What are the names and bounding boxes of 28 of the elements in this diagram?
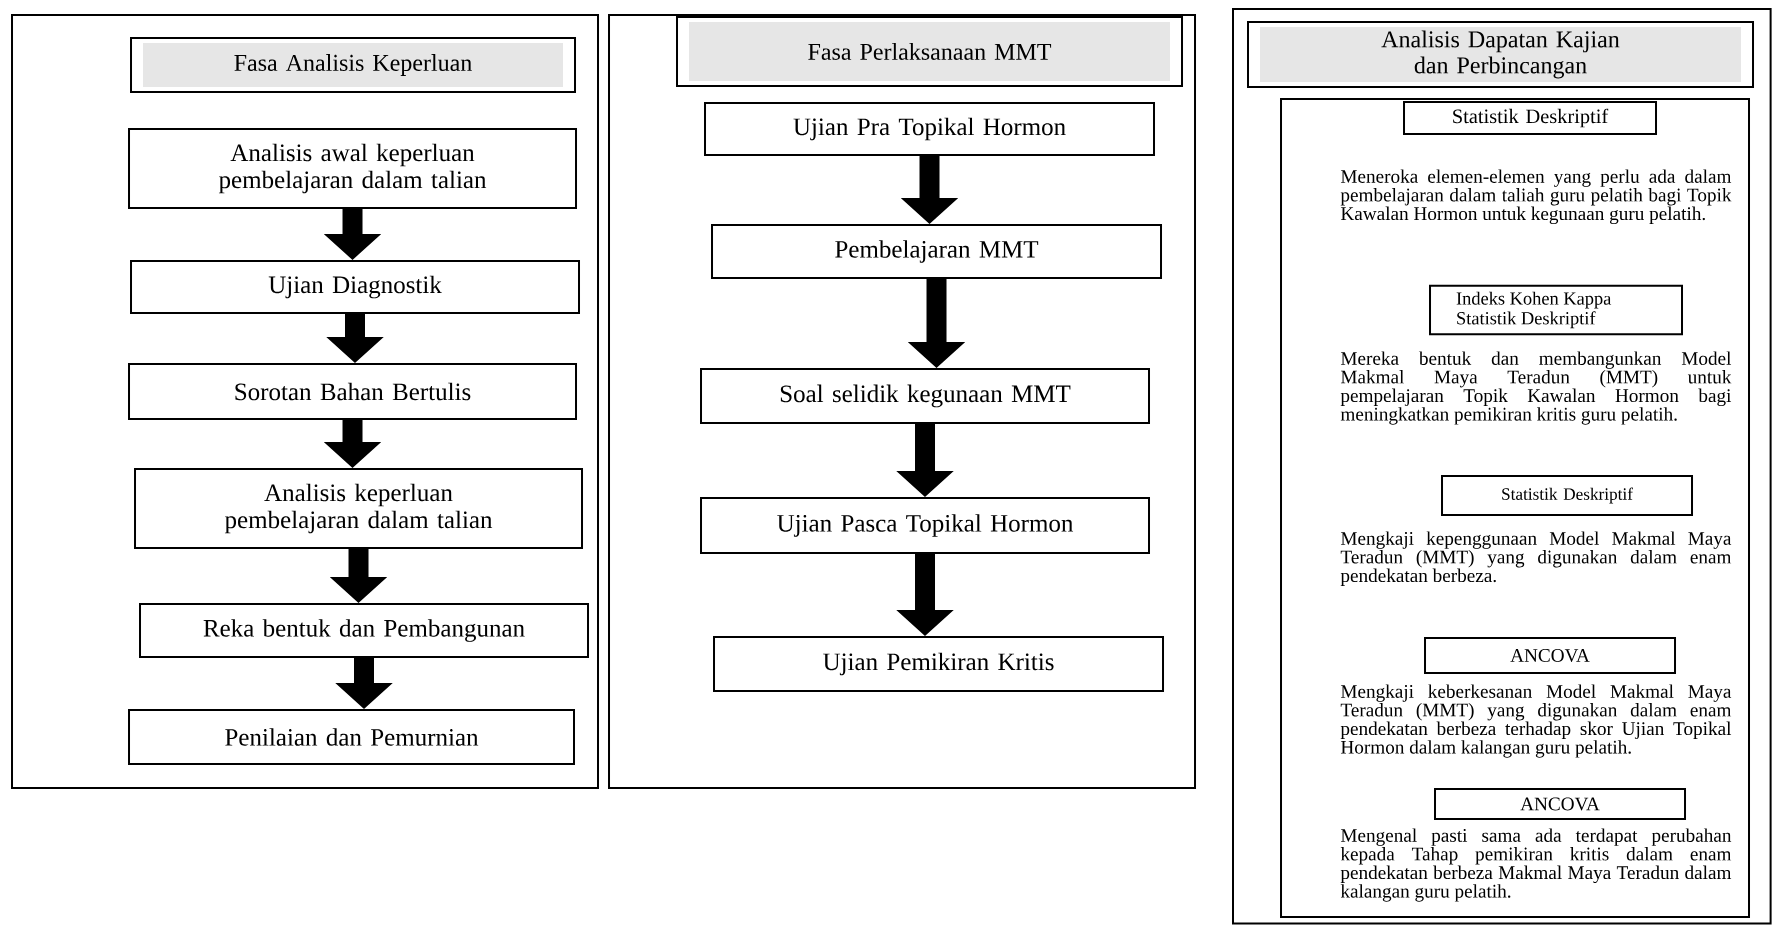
description-text: Meneroka elemen-elemen yang perlu ada dalam pembelajaran dalam taliah guru pelatih bagi Topik Kawalan Hormon untuk kegunaan guru pelatih. [1340, 169, 1732, 225]
method-box: ANCOVA [1434, 788, 1686, 820]
description-text: Mengenal pasti sama ada terdapat perubahan kepada Tahap pemikiran kritis dalam enam pendekatan berbeza Makmal Maya Teradun dalam kalangan guru pelatih. [1340, 828, 1732, 902]
method-box: Indeks Kohen Kappa Statistik Deskriptif [1429, 284, 1683, 336]
process-box: Penilaian dan Pemurnian [128, 709, 575, 765]
process-box: Ujian Pra Topikal Hormon [704, 102, 1155, 156]
panel-frame [608, 14, 1196, 789]
process-box: Pembelajaran MMT [711, 224, 1162, 279]
process-box: Ujian Pasca Topikal Hormon [700, 497, 1150, 554]
process-box: Reka bentuk dan Pembangunan [139, 603, 589, 658]
method-box: Statistik Deskriptif [1441, 475, 1693, 516]
header-box: Fasa Perlaksanaan MMT [676, 16, 1183, 87]
process-box: Soal selidik kegunaan MMT [700, 368, 1150, 424]
header-box: Fasa Analisis Keperluan [130, 37, 576, 93]
process-box: Analisis keperluan pembelajaran dalam talian [134, 468, 583, 549]
method-box: Statistik Deskriptif [1403, 101, 1657, 135]
process-box: Sorotan Bahan Bertulis [128, 363, 577, 420]
process-box: Ujian Diagnostik [130, 260, 580, 314]
description-text: Mengkaji keberkesanan Model Makmal Maya Teradun (MMT) yang digunakan dalam enam pendekatan berbeza terhadap skor Ujian Topikal Hormon dalam kalangan guru pelatih. [1340, 684, 1732, 758]
description-text: Mereka bentuk dan membangunkan Model Makmal Maya Teradun (MMT) untuk pempelajaran Topik Kawalan Hormon bagi meningkatkan pemikiran kritis guru pelatih. [1340, 351, 1732, 425]
description-text: Mengkaji kepenggunaan Model Makmal Maya Teradun (MMT) yang digunakan dalam enam pendekatan berbeza. [1340, 531, 1732, 586]
method-box: ANCOVA [1424, 637, 1676, 674]
panel-frame [1232, 8, 1772, 925]
header-box: Analisis Dapatan Kajian dan Perbincangan [1247, 21, 1754, 88]
group-frame [1280, 98, 1750, 918]
process-box: Ujian Pemikiran Kritis [713, 636, 1164, 692]
panel-frame [11, 14, 599, 789]
process-box: Analisis awal keperluan pembelajaran dalam talian [128, 128, 577, 209]
